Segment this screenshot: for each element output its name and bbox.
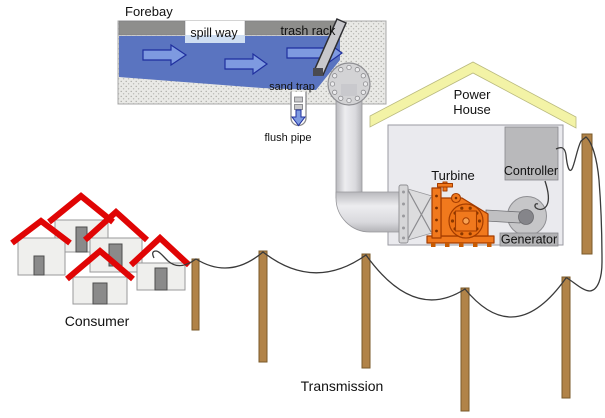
controller-to-generator-wire <box>534 180 550 211</box>
power-house-label-line1: Power <box>454 87 492 102</box>
transmission-pole <box>361 253 371 369</box>
red-roof <box>10 217 72 246</box>
sand-trap <box>290 92 307 127</box>
transmission-pole <box>460 287 470 412</box>
door <box>154 267 168 291</box>
generator-label: Generator <box>501 233 557 247</box>
penstock-flange <box>327 62 371 106</box>
controller-box <box>504 126 559 181</box>
red-roof <box>82 207 150 243</box>
powerhouse-roof <box>369 61 577 129</box>
pipe-reducer <box>398 184 433 244</box>
door <box>33 255 45 276</box>
turbine-inlet-flange <box>431 187 442 239</box>
flow-arrow-icon <box>142 43 188 67</box>
consumer-label: Consumer <box>65 313 130 329</box>
red-roof <box>47 192 115 225</box>
turbine <box>426 181 495 247</box>
red-roof <box>128 233 192 268</box>
house <box>128 233 192 291</box>
turbine-label: Turbine <box>431 168 475 183</box>
generator <box>485 196 559 247</box>
transmission-pole <box>191 258 200 331</box>
powerhouse-pole <box>581 133 593 255</box>
flow-arrow-icon <box>224 52 269 76</box>
transmission-poles <box>191 133 593 412</box>
spillway-water <box>185 35 245 43</box>
controller-label: Controller <box>504 164 558 178</box>
trash-rack-label: trash rack <box>281 24 337 38</box>
house <box>10 217 72 276</box>
penstock-elbow-pipe <box>335 191 403 233</box>
labels: Forebay spill way trash rack sand trap f… <box>65 4 558 394</box>
spill-way-label: spill way <box>190 26 238 40</box>
consumer-houses <box>10 192 192 305</box>
valve <box>437 181 462 204</box>
down-arrow-icon <box>290 109 307 127</box>
transmission-pole <box>258 250 268 363</box>
flush-pipe-label: flush pipe <box>264 132 311 144</box>
shaft <box>485 209 521 224</box>
generator-label-box <box>499 232 559 247</box>
trash-rack <box>313 18 347 76</box>
transmission-wire <box>152 136 603 318</box>
red-roof <box>65 247 135 282</box>
power-house-label-line2: House <box>453 102 491 117</box>
power-lines <box>152 136 603 318</box>
sand-trap-label: sand trap <box>269 81 315 93</box>
transmission-pole <box>561 276 571 399</box>
door <box>92 282 108 305</box>
concrete-wall <box>118 20 186 36</box>
penstock <box>327 62 433 244</box>
house <box>65 247 135 305</box>
forebay-basin <box>117 18 387 127</box>
transmission-label: Transmission <box>301 378 384 394</box>
spillway-gap <box>185 21 245 36</box>
forebay-label: Forebay <box>125 4 173 19</box>
generator-hub <box>518 209 534 225</box>
